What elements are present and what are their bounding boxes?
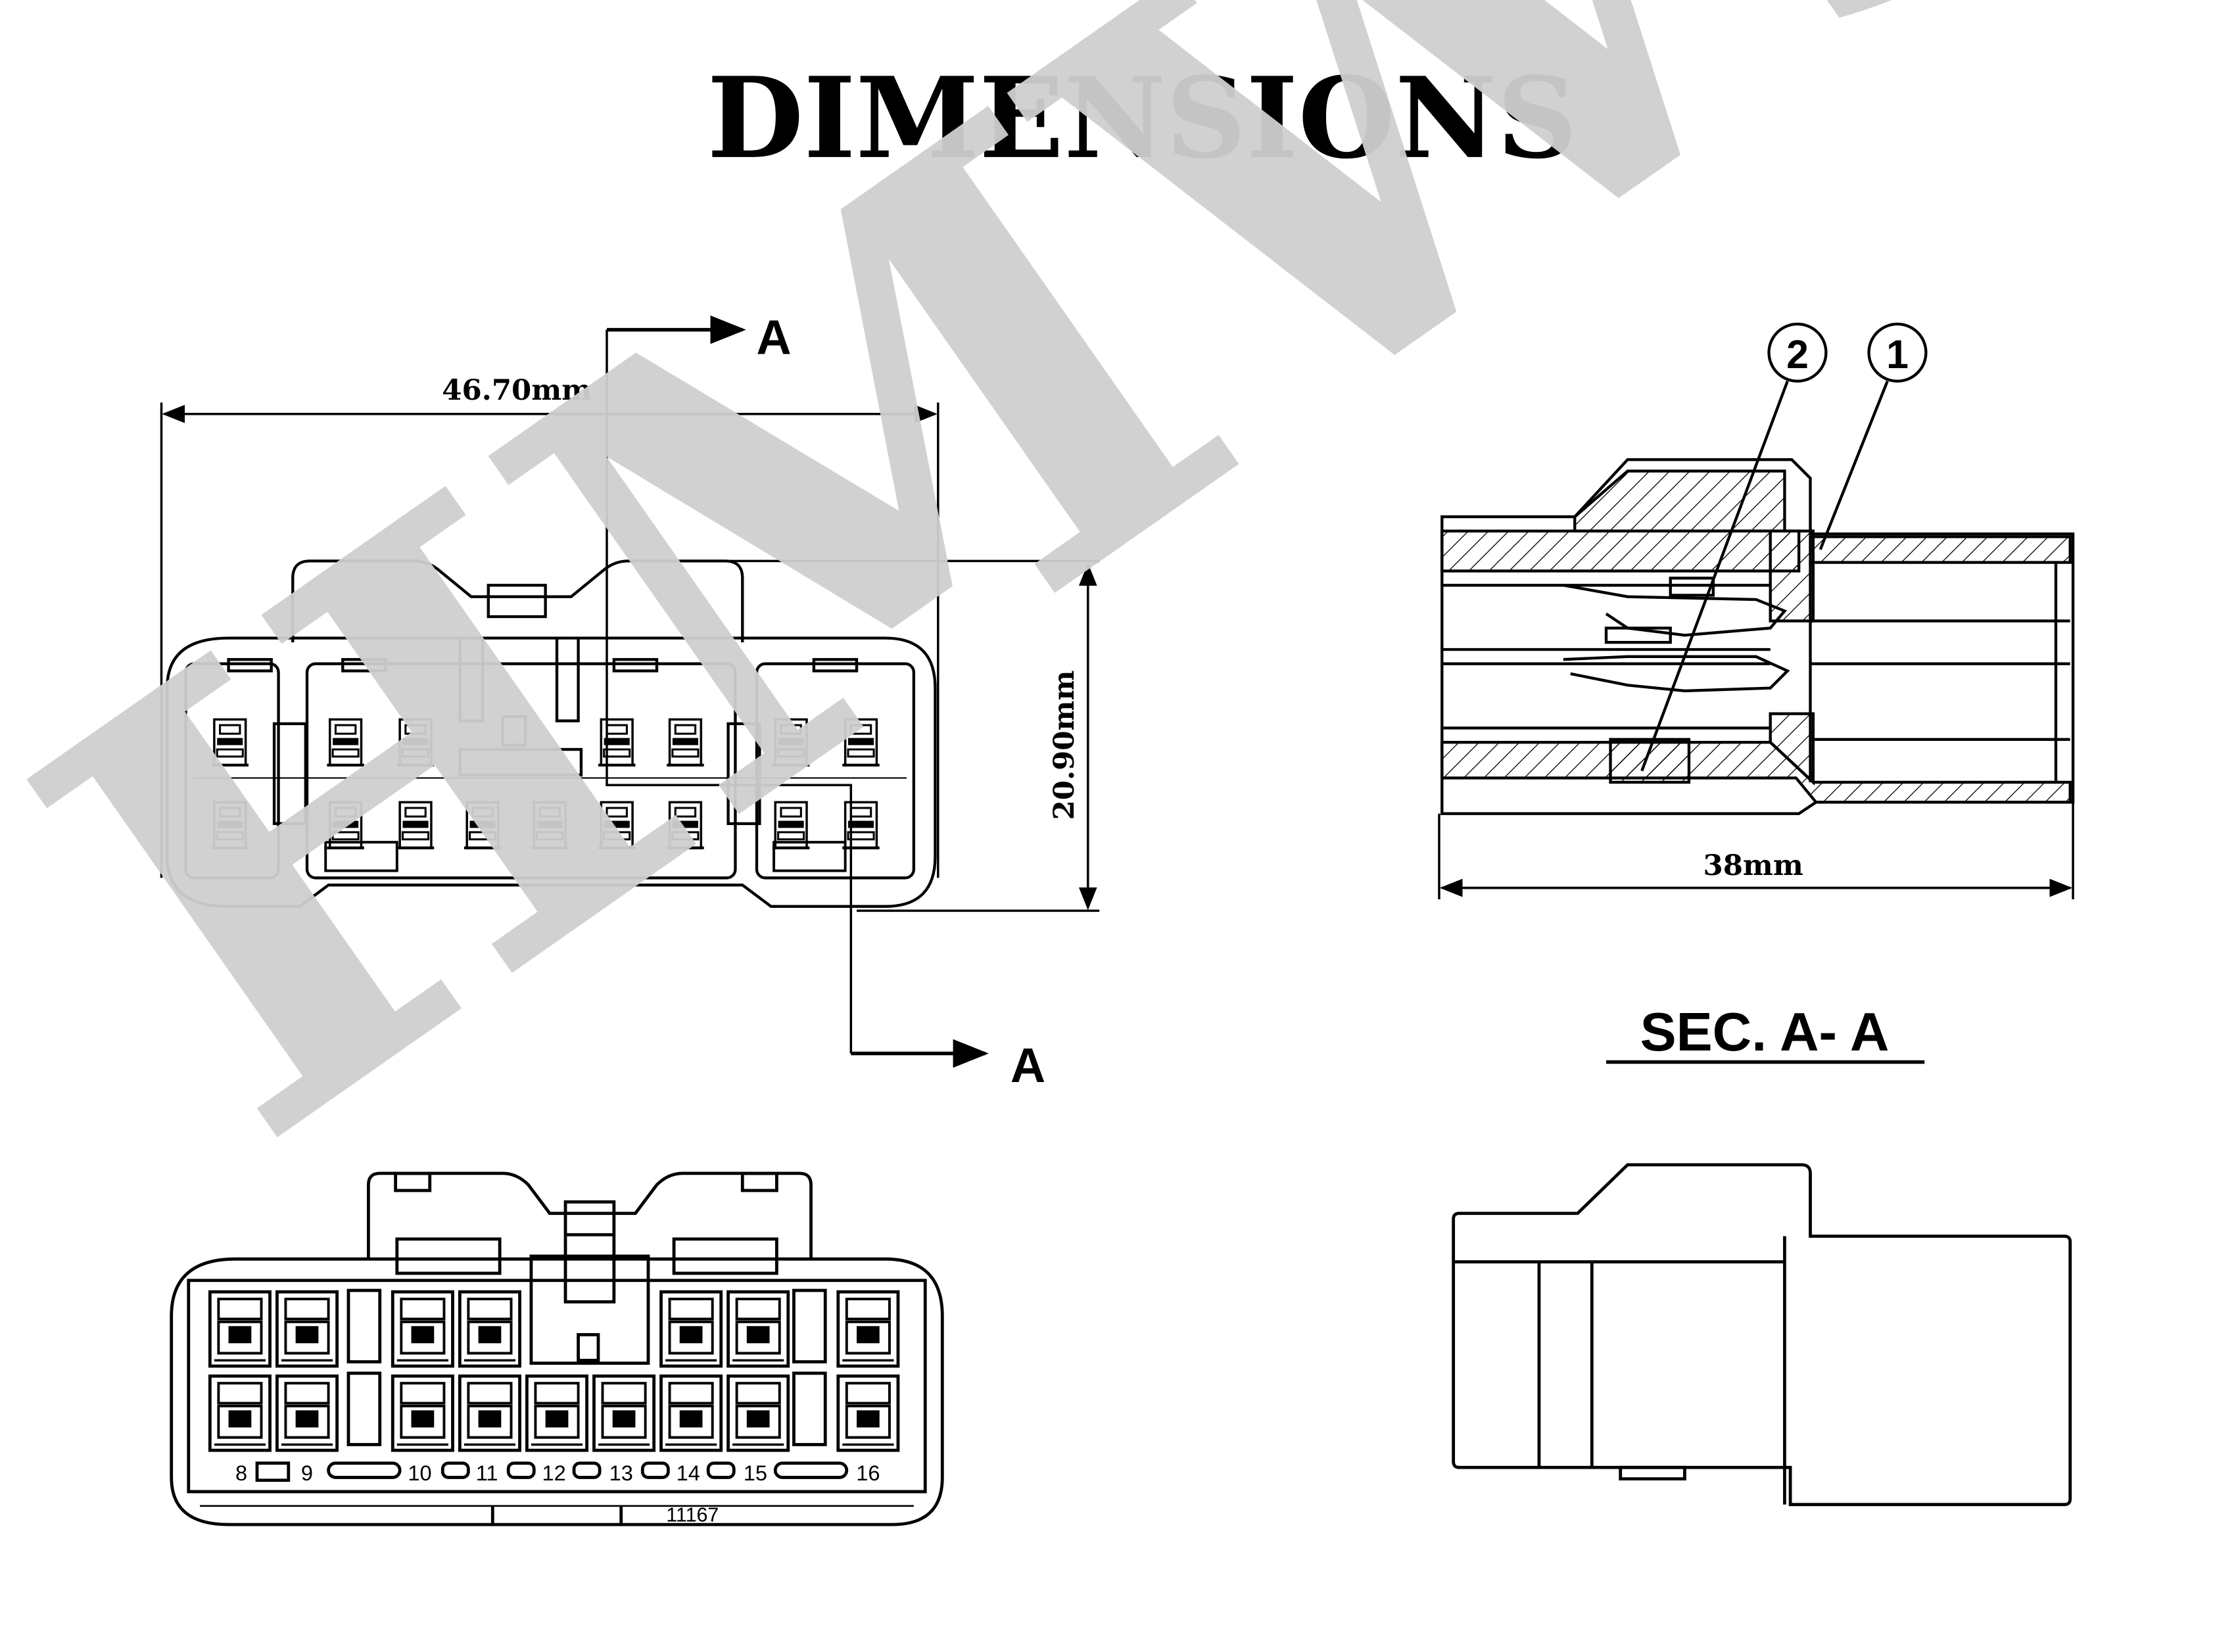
cavity-number-10: 10 [408, 1461, 431, 1485]
front-details [193, 777, 907, 872]
page-title: DIMENSIONS [707, 53, 1577, 183]
part-number-label: 11167 [666, 1504, 719, 1526]
cavity-number-8: 8 [235, 1461, 247, 1485]
callout-1-label: 1 [1886, 332, 1909, 377]
section-dimensions [1438, 802, 2074, 899]
front-view [166, 559, 937, 909]
cavity-number-16: 16 [856, 1461, 880, 1485]
cavity-number-12: 12 [542, 1461, 566, 1485]
section-marker-top: A [756, 310, 791, 365]
section-view [1440, 458, 2075, 815]
height-dimension-label: 20.90mm [1047, 671, 1081, 820]
cavity-number-9: 9 [301, 1461, 313, 1485]
cavity-number-13: 13 [609, 1461, 633, 1485]
cavity-number-14: 14 [677, 1461, 700, 1485]
callout-2-label: 2 [1786, 332, 1809, 377]
section-caption: SEC. A- A [1640, 1002, 1890, 1062]
section-callouts [1640, 322, 1928, 772]
front-dimensions [160, 315, 1100, 1068]
section-marker-bottom: A [1011, 1038, 1045, 1093]
rear-view [170, 1171, 944, 1526]
length-dimension-label: 38mm [1703, 849, 1803, 882]
width-dimension-label: 46.70mm [442, 373, 592, 407]
side-view [1452, 1163, 2072, 1507]
watermark: HMWS [0, 0, 2213, 1269]
cavity-number-15: 15 [744, 1461, 767, 1485]
cavity-number-11: 11 [476, 1461, 498, 1485]
cavity-number-labels: 8 9 10 11 12 13 14 15 16 [235, 1461, 880, 1485]
